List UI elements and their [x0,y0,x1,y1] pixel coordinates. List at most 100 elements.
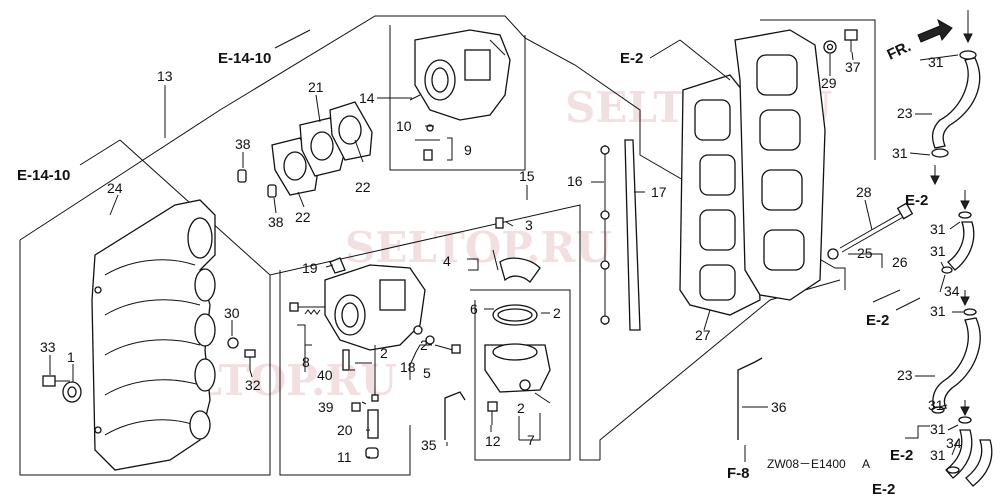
callout-30: 30 [224,305,240,321]
callout-2b: 2 [380,345,388,361]
callout-23b: 23 [897,367,913,383]
callout-31b: 31 [892,145,908,161]
hose-small-b [945,429,993,487]
callout-39: 39 [318,399,334,415]
callout-31h: 31 [930,447,946,463]
link-rod-16 [600,145,610,325]
callout-40: 40 [317,367,333,383]
leader-lines [49,29,963,462]
dowel-pin-38a [237,169,247,183]
part-callouts: 1 2 2 2 2 3 4 5 6 7 8 9 10 11 12 13 14 1… [40,54,962,465]
callout-29: 29 [821,75,837,91]
dowel-pin-38b [267,184,277,198]
callout-22b: 22 [355,179,371,195]
callout-37: 37 [845,59,861,75]
carburetor-top [409,29,511,161]
callout-18: 18 [400,359,416,375]
callout-23a: 23 [897,105,913,121]
ref-e14-10-top: E-14-10 [218,50,271,67]
nut-30 [227,337,239,349]
bolt-12 [487,401,498,425]
intake-manifold [91,199,216,471]
callout-21: 21 [308,79,324,95]
callout-31f: 31 [928,397,944,413]
screw-set-8 [289,302,325,315]
clamps-31 [931,211,977,474]
washer-29 [823,40,837,54]
callout-38b: 38 [268,214,284,230]
callout-26: 26 [892,254,908,270]
float-chamber [484,343,551,404]
carburetor-middle [324,257,426,351]
callout-36: 36 [771,399,787,415]
callout-28: 28 [856,184,872,200]
gasket-22b [329,101,373,161]
callout-35: 35 [421,437,437,453]
watermark-middle: SELTOP.RU [345,223,612,272]
jet-parts [342,345,379,459]
callout-10: 10 [396,118,412,134]
callout-34a: 34 [944,283,960,299]
callout-22a: 22 [295,209,311,225]
bolt-33 [42,375,70,387]
callout-2d: 2 [517,400,525,416]
callout-17: 17 [651,184,667,200]
bolt-28 [839,202,914,253]
pipe-35 [444,391,466,440]
drawing-code: ZW08－E1400 [767,457,846,471]
callout-33: 33 [40,339,56,355]
drawing-code-suffix: A [862,457,870,471]
hose-23b [932,317,981,411]
bolt-37 [844,29,858,52]
callout-31a: 31 [928,54,944,70]
callout-16: 16 [567,173,583,189]
callout-31g: 31 [930,421,946,437]
ref-f8: F-8 [727,465,750,482]
direction-arrows [930,10,973,417]
ref-e2-right-1: E-2 [905,192,928,209]
float-4 [492,249,541,283]
valve-3 [495,217,504,229]
gasket-27 [679,74,761,316]
bolt-32 [244,349,256,370]
callout-4: 4 [443,253,451,269]
callout-8: 8 [302,354,310,370]
callout-13: 13 [157,68,173,84]
callout-24: 24 [107,180,123,196]
front-direction-arrow: FR. [885,18,953,64]
callout-31e: 31 [930,303,946,319]
callout-15: 15 [519,168,535,184]
callout-1: 1 [67,349,75,365]
callout-20: 20 [337,422,353,438]
nut-25 [827,248,839,260]
callout-6: 6 [470,301,478,317]
collar-1 [62,381,82,403]
gasket-ring-2 [492,304,538,326]
callout-19: 19 [302,260,318,276]
callout-2c: 2 [420,337,428,353]
callout-32: 32 [245,377,261,393]
hose-small-a [947,221,975,271]
callout-2a: 2 [553,305,561,321]
callout-11: 11 [337,449,352,465]
callout-9: 9 [464,142,472,158]
ref-e14-10-left: E-14-10 [17,167,70,184]
ref-e2-right-2: E-2 [866,312,889,329]
callout-38a: 38 [235,136,251,152]
callout-3: 3 [525,217,533,233]
callout-31c: 31 [930,221,946,237]
callout-27: 27 [695,327,711,343]
callout-12: 12 [485,433,501,449]
callout-31d: 31 [930,243,946,259]
fr-label: FR. [885,38,914,64]
cover-plate [734,29,826,301]
link-rod-17 [624,139,641,331]
callout-34b: 34 [946,435,962,451]
reference-labels: E-14-10 E-14-10 E-2 E-2 E-2 E-2 E-2 F-8 [17,50,928,498]
ref-e2-bottom: E-2 [872,481,895,498]
tube-36 [737,357,763,440]
ref-e2-right-3: E-2 [890,447,913,464]
callout-7: 7 [527,432,535,448]
screws-2-5 [413,325,461,354]
